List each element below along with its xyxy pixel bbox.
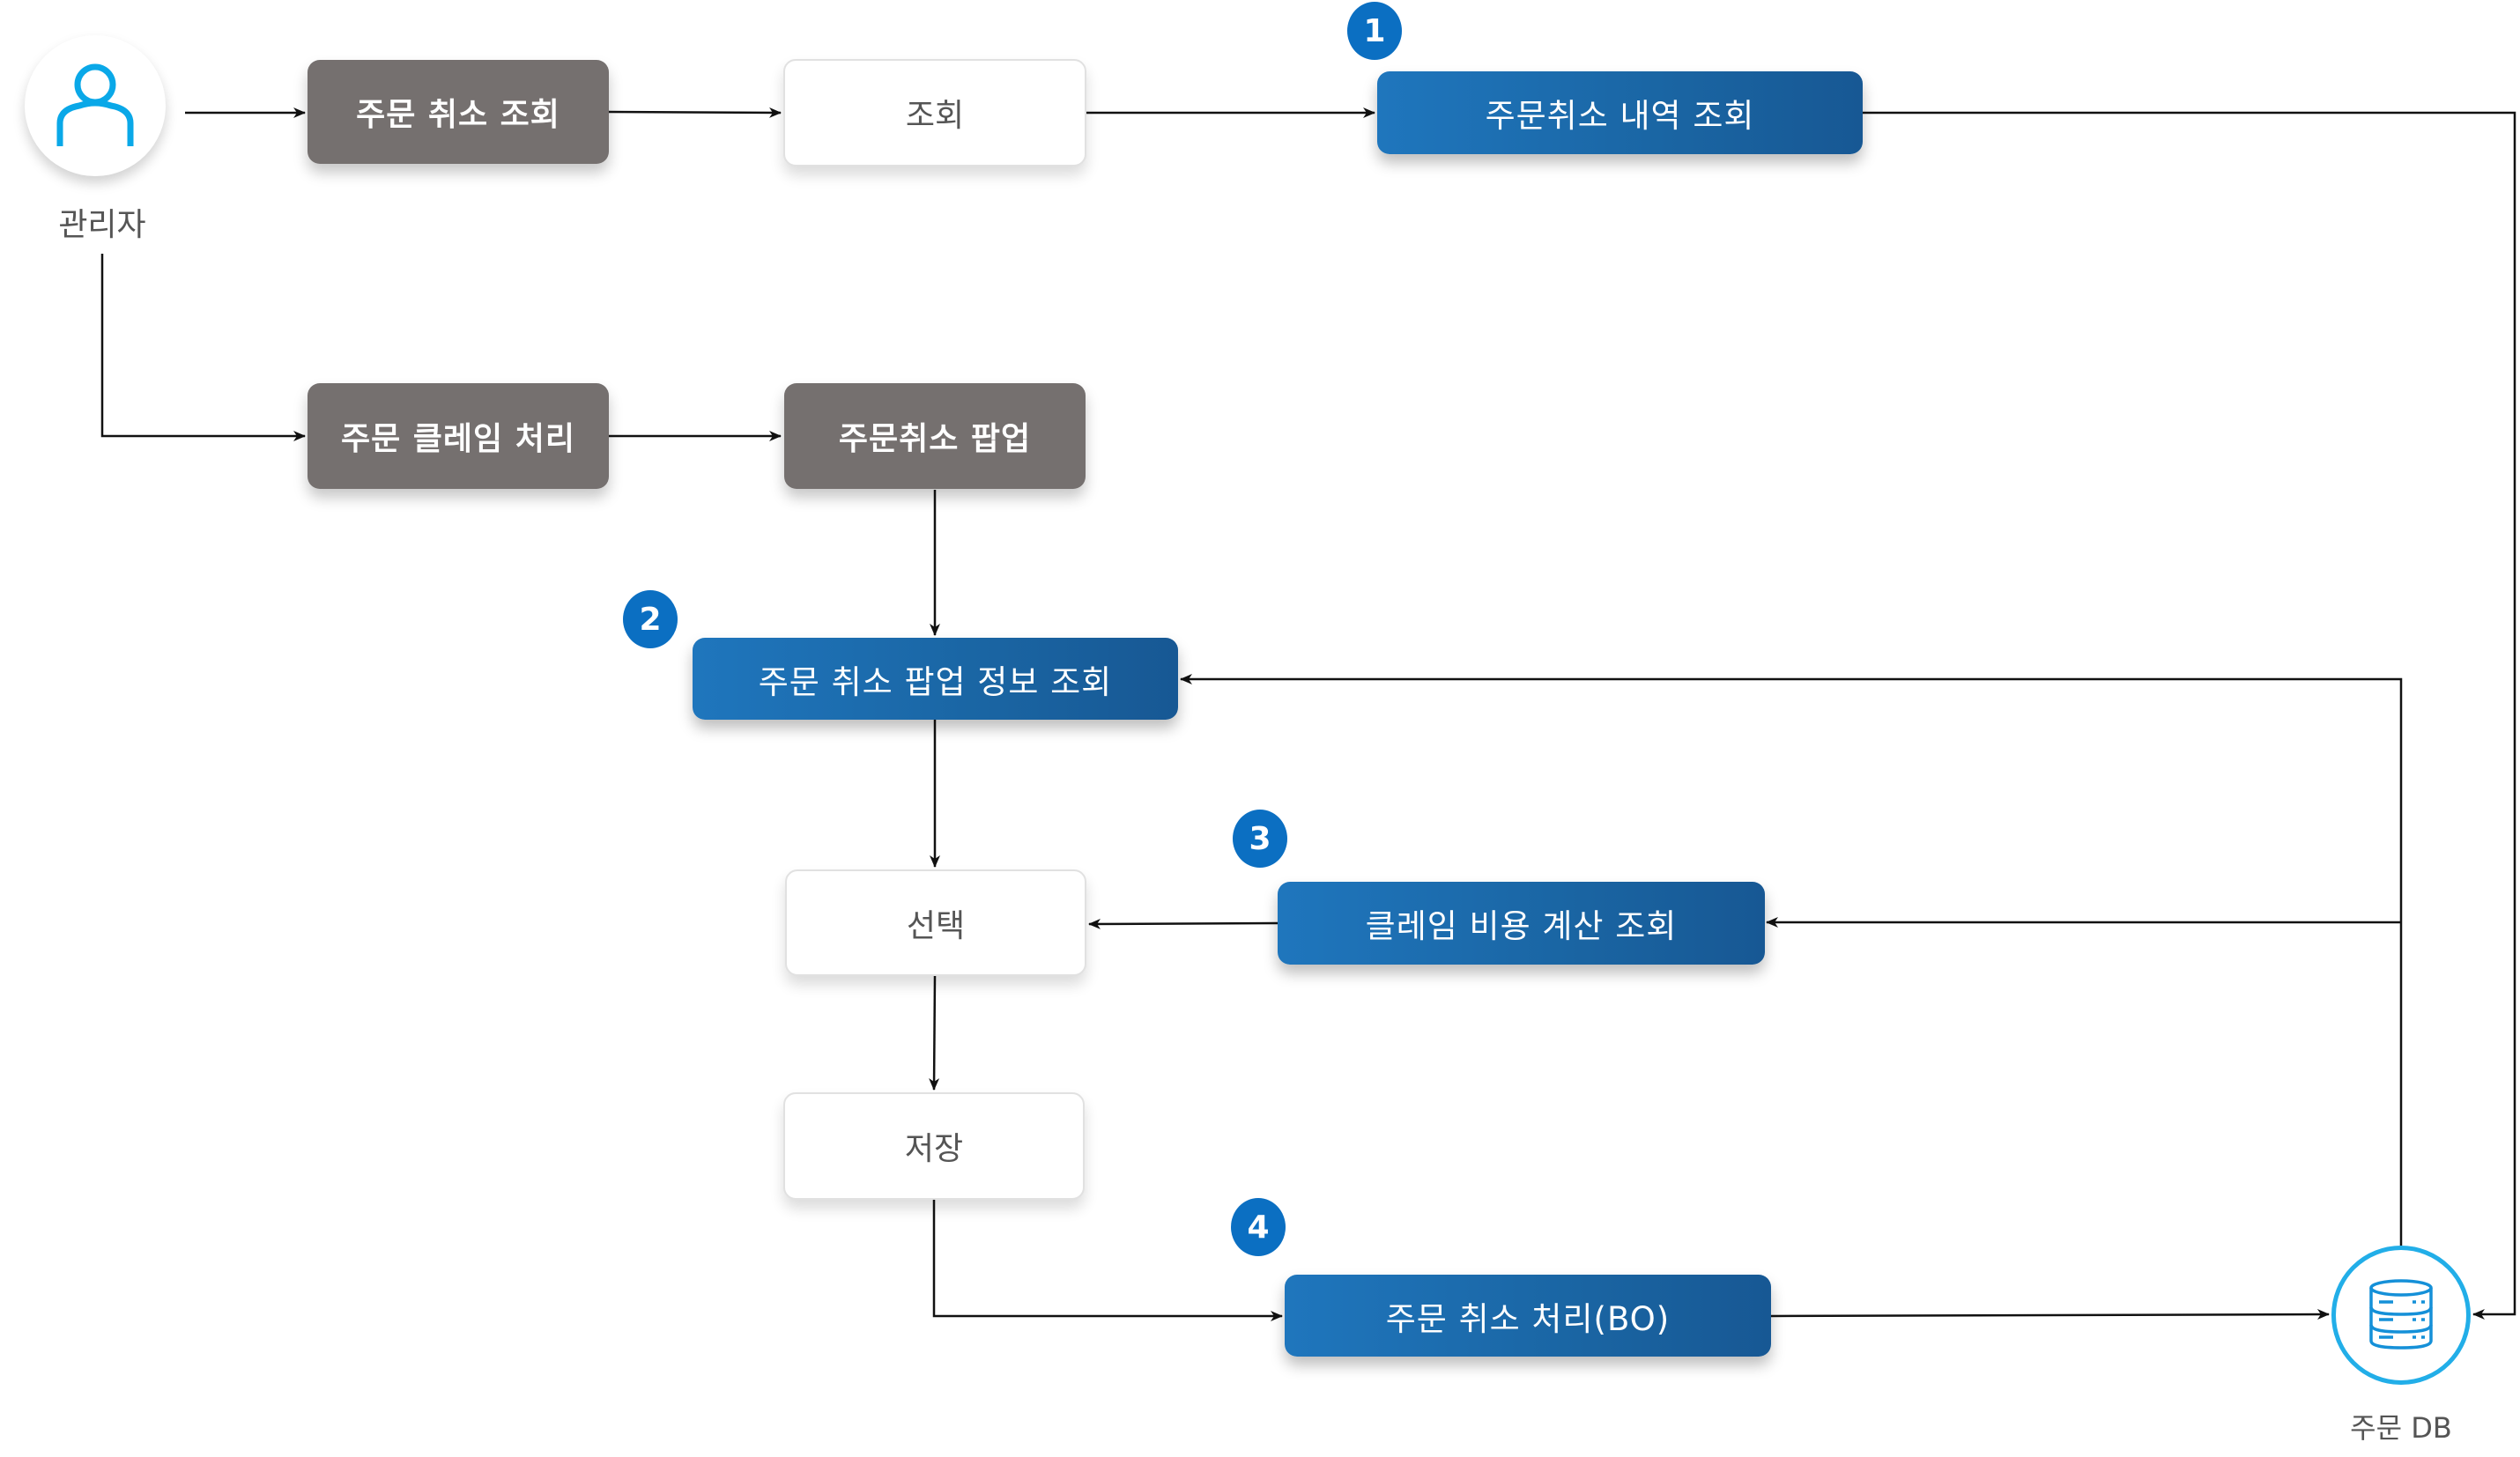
order-db-label: 주문 DB bbox=[2350, 1411, 2452, 1445]
edge-claim-cost-to-select bbox=[1088, 918, 1279, 929]
user-icon bbox=[56, 63, 134, 146]
edge-select-to-save bbox=[929, 975, 940, 1091]
database-icon bbox=[2369, 1279, 2433, 1350]
claim-cost-calc-query-node[interactable]: 클레임 비용 계산 조회 bbox=[1278, 882, 1765, 965]
edge-cancel-process-to-db bbox=[1770, 1309, 2330, 1320]
order-cancel-process-bo-node[interactable]: 주문 취소 처리(BO) bbox=[1285, 1275, 1771, 1357]
edge-save-to-cancel-process bbox=[932, 1200, 1283, 1321]
save-node[interactable]: 저장 bbox=[783, 1092, 1085, 1200]
edge-admin-to-claim-process bbox=[100, 254, 306, 441]
admin-label: 관리자 bbox=[58, 207, 146, 243]
order-cancel-popup-info-query-node[interactable]: 주문 취소 팝업 정보 조회 bbox=[693, 638, 1178, 720]
select-node[interactable]: 선택 bbox=[785, 869, 1086, 976]
edge-history-query-to-db bbox=[1863, 111, 2516, 1320]
order-claim-process-node[interactable]: 주문 클레임 처리 bbox=[308, 383, 609, 489]
step-badge-1: 1 bbox=[1347, 2, 1402, 60]
admin-actor[interactable] bbox=[25, 35, 166, 176]
step-badge-4: 4 bbox=[1231, 1198, 1286, 1256]
order-cancel-history-query-node[interactable]: 주문취소 내역 조회 bbox=[1377, 71, 1863, 154]
step-badge-3: 3 bbox=[1233, 810, 1287, 868]
order-cancel-popup-node[interactable]: 주문취소 팝업 bbox=[784, 383, 1086, 489]
order-db-node[interactable] bbox=[2331, 1246, 2471, 1385]
order-cancel-query-node[interactable]: 주문 취소 조회 bbox=[308, 60, 609, 164]
step-badge-2: 2 bbox=[623, 590, 678, 648]
edge-order-cancel-query-to-query bbox=[608, 107, 782, 118]
edge-db-to-popup-info bbox=[1180, 674, 2403, 1246]
query-node[interactable]: 조회 bbox=[783, 59, 1086, 166]
